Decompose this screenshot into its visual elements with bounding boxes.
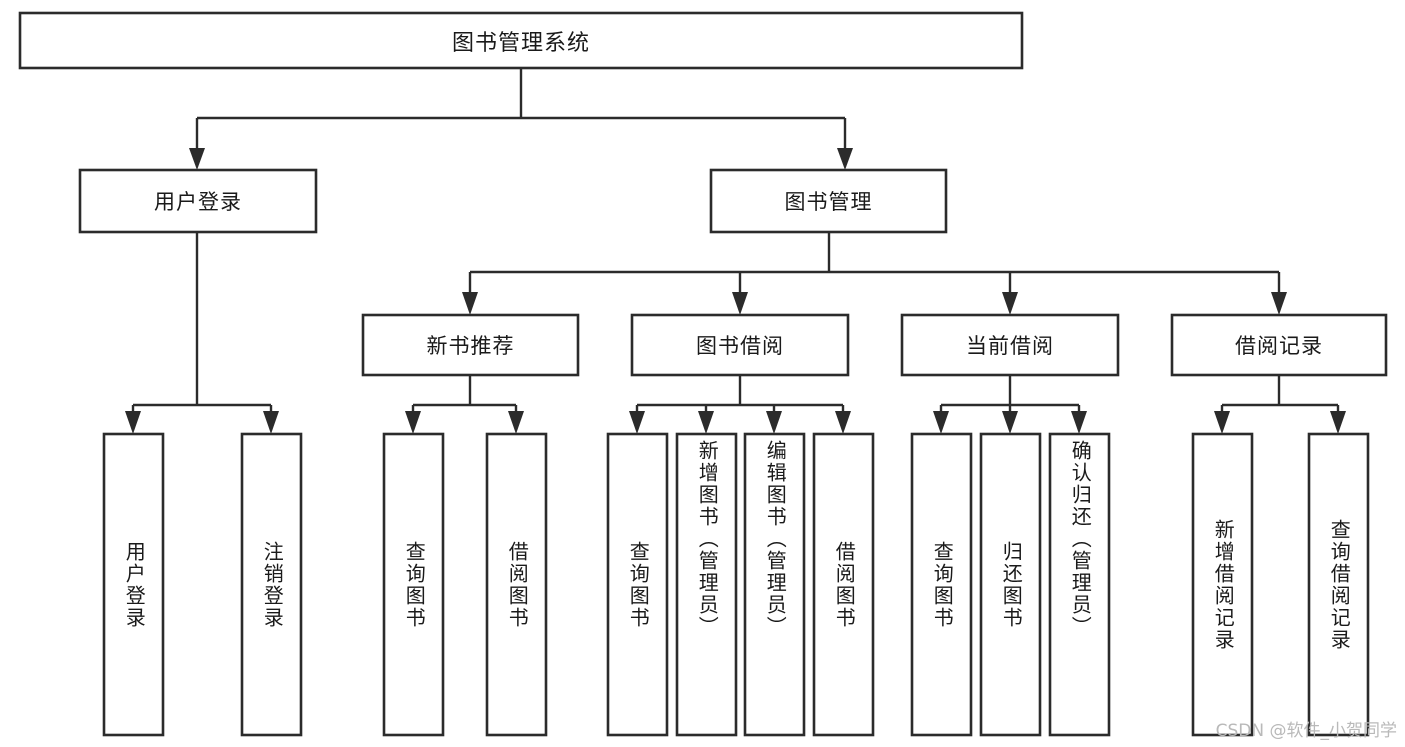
arrow-to-user-login	[189, 148, 205, 170]
arrow-to-leaf-return-book	[1002, 411, 1018, 434]
node-user-login[interactable]	[78, 168, 318, 234]
arrow-to-current-borrow	[1002, 292, 1018, 315]
arrow-to-leaf-borrow-book-2	[835, 411, 851, 434]
node-leaf-return-book[interactable]	[979, 432, 1042, 737]
node-leaf-user-login[interactable]	[102, 432, 165, 737]
node-leaf-query-book-1[interactable]	[382, 432, 445, 737]
node-leaf-logout-login[interactable]	[240, 432, 303, 737]
node-leaf-add-record[interactable]	[1191, 432, 1254, 737]
arrow-to-leaf-user-login	[125, 411, 141, 434]
arrow-to-new-book-recommend	[462, 292, 478, 315]
node-leaf-query-book-3[interactable]	[910, 432, 973, 737]
arrow-to-book-borrow	[732, 292, 748, 315]
node-book-manage[interactable]	[709, 168, 948, 234]
node-leaf-borrow-book-2[interactable]	[812, 432, 875, 737]
arrow-to-leaf-add-book	[698, 411, 714, 434]
node-leaf-add-book[interactable]	[675, 432, 738, 737]
arrow-to-leaf-query-record	[1330, 411, 1346, 434]
connectors-user-login-to-leaves	[125, 232, 279, 434]
node-leaf-query-record[interactable]	[1307, 432, 1370, 737]
node-leaf-borrow-book-1[interactable]	[485, 432, 548, 737]
connectors-current-borrow-to-leaves	[933, 375, 1087, 434]
node-borrow-record[interactable]	[1170, 313, 1388, 377]
node-current-borrow[interactable]	[900, 313, 1120, 377]
node-leaf-query-book-2[interactable]	[606, 432, 669, 737]
arrow-to-leaf-query-book-1	[405, 411, 421, 434]
arrow-to-leaf-query-book-3	[933, 411, 949, 434]
connectors-root-to-level2	[189, 68, 853, 170]
connectors-book-manage-to-level3	[462, 232, 1287, 315]
node-leaf-confirm-return[interactable]	[1048, 432, 1111, 737]
arrow-to-leaf-logout-login	[263, 411, 279, 434]
arrow-to-leaf-add-record	[1214, 411, 1230, 434]
arrow-to-borrow-record	[1271, 292, 1287, 315]
arrow-to-leaf-query-book-2	[629, 411, 645, 434]
node-book-borrow[interactable]	[630, 313, 850, 377]
node-leaf-edit-book[interactable]	[743, 432, 806, 737]
arrow-to-leaf-confirm-return	[1071, 411, 1087, 434]
arrow-to-leaf-borrow-book-1	[508, 411, 524, 434]
node-new-book-recommend[interactable]	[361, 313, 580, 377]
connectors-borrow-record-to-leaves	[1214, 375, 1346, 434]
connectors-book-borrow-to-leaves	[629, 375, 851, 434]
arrow-to-leaf-edit-book	[766, 411, 782, 434]
arrow-to-book-manage	[837, 148, 853, 170]
connectors-new-book-recommend-to-leaves	[405, 375, 524, 434]
node-root[interactable]	[18, 11, 1024, 70]
